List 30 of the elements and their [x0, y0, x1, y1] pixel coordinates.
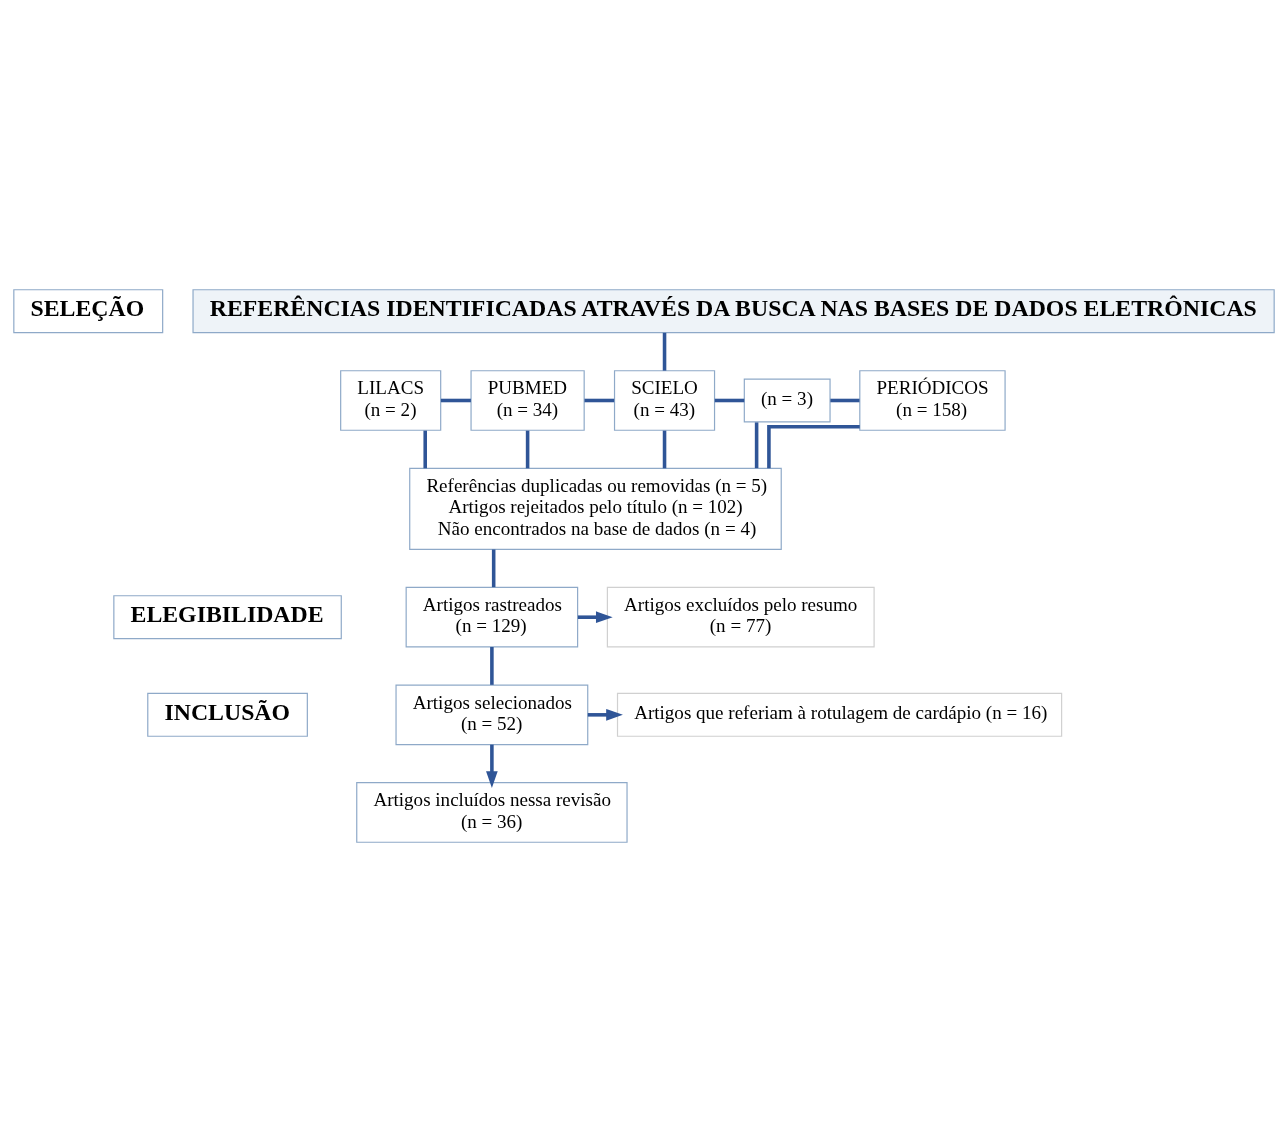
connector: [423, 430, 427, 468]
node-box: PERIÓDICOS (n = 158): [859, 369, 1006, 431]
node-box: Artigos rastreados (n = 129): [405, 586, 579, 648]
node-box: INCLUSÃO: [147, 692, 308, 737]
node-box: ELEGIBILIDADE: [113, 594, 342, 639]
node-box: (n = 3): [743, 377, 831, 423]
node-box: REFERÊNCIAS IDENTIFICADAS ATRAVÉS DA BUSCA NAS BASES DE DADOS ELETRÔNICAS: [192, 288, 1275, 333]
node-box: Referências duplicadas ou removidas (n = 5) Artigos rejeitados pelo título (n = 102) Não encontrados na base de dados (n = 4): [409, 467, 782, 550]
connector: [714, 398, 745, 402]
node-box: Artigos excluídos pelo resumo (n = 77): [606, 586, 875, 648]
connector: [525, 430, 530, 468]
connector: [662, 332, 667, 371]
connector: [662, 430, 667, 468]
node-box: LILACS (n = 2): [340, 369, 442, 431]
connector: [830, 398, 860, 402]
node-box: Artigos que referiam à rotulagem de cardápio (n = 16): [616, 692, 1063, 737]
connector: [491, 549, 496, 587]
connector: [440, 398, 471, 402]
connector: [490, 646, 494, 685]
arrow: [577, 610, 613, 623]
connector: [767, 424, 860, 468]
node-box: SELEÇÃO: [13, 288, 164, 333]
node-box: Artigos incluídos nessa revisão (n = 36): [356, 781, 628, 843]
connector: [754, 421, 759, 468]
arrow: [486, 744, 498, 788]
arrow: [587, 708, 623, 721]
node-box: SCIELO (n = 43): [613, 369, 716, 431]
connector: [584, 398, 615, 402]
node-box: PUBMED (n = 34): [470, 369, 585, 431]
node-box: Artigos selecionados (n = 52): [395, 683, 589, 745]
